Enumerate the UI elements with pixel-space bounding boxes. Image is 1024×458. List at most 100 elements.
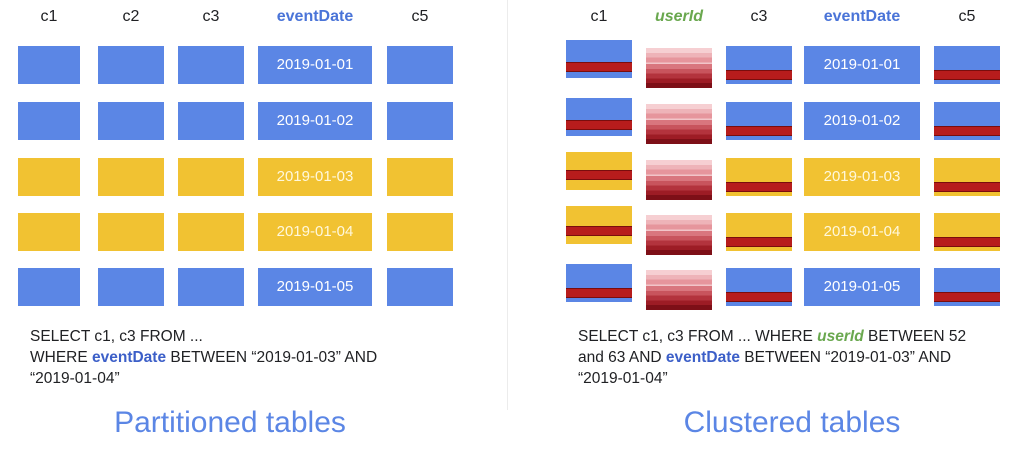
userid-cluster-cell xyxy=(646,215,712,255)
panel-divider xyxy=(507,0,508,410)
table-cell xyxy=(934,268,1000,306)
query-part-3: and 63 AND xyxy=(578,349,666,366)
column-header-c5: c5 xyxy=(958,8,976,25)
table-cell xyxy=(98,268,164,306)
cluster-range-bar xyxy=(934,182,1000,192)
column-header-eventdate: eventDate xyxy=(276,8,354,25)
table-cell xyxy=(934,213,1000,251)
query-line-1: SELECT c1, c3 FROM ... xyxy=(30,328,203,345)
query-line-3: “2019-01-04” xyxy=(578,370,668,387)
partition-date-cell: 2019-01-01 xyxy=(258,46,372,84)
column-header-c5: c5 xyxy=(411,8,429,25)
userid-cluster-cell xyxy=(646,160,712,200)
column-header-c3: c3 xyxy=(202,8,220,25)
clustered-panel: c1 userId c3 eventDate c5 2019-01-01 2019… xyxy=(512,0,1024,458)
partition-date-cell: 2019-01-02 xyxy=(258,102,372,140)
date-label: 2019-01-04 xyxy=(823,223,901,240)
cluster-range-bar xyxy=(566,62,632,72)
table-cell xyxy=(387,158,453,196)
table-cell xyxy=(178,46,244,84)
table-cell xyxy=(178,213,244,251)
query-part-4: BETWEEN “2019-01-03” AND xyxy=(740,349,952,366)
column-header-c2: c2 xyxy=(122,8,140,25)
table-cell xyxy=(18,102,80,140)
partition-date-cell: 2019-01-04 xyxy=(804,213,920,251)
column-header-eventdate: eventDate xyxy=(823,8,901,25)
cluster-range-bar xyxy=(726,292,792,302)
date-label: 2019-01-03 xyxy=(823,168,901,185)
partition-date-cell: 2019-01-02 xyxy=(804,102,920,140)
query-field-eventdate: eventDate xyxy=(665,349,740,366)
cluster-range-bar xyxy=(566,170,632,180)
table-cell xyxy=(387,102,453,140)
partition-date-cell: 2019-01-05 xyxy=(804,268,920,306)
query-line-3: “2019-01-04” xyxy=(30,370,120,387)
table-cell xyxy=(726,102,792,140)
cluster-range-bar xyxy=(934,70,1000,80)
table-cell xyxy=(178,268,244,306)
query-part-1: SELECT c1, c3 FROM ... WHERE xyxy=(578,328,818,345)
table-cell xyxy=(178,158,244,196)
query-where: WHERE xyxy=(30,349,92,366)
date-label: 2019-01-05 xyxy=(823,278,901,295)
date-label: 2019-01-01 xyxy=(276,56,354,73)
cluster-range-bar xyxy=(566,120,632,130)
table-cell xyxy=(566,264,632,302)
date-label: 2019-01-01 xyxy=(823,56,901,73)
cluster-range-bar xyxy=(934,237,1000,247)
date-label: 2019-01-03 xyxy=(276,168,354,185)
query-line-2: WHERE eventDate BETWEEN “2019-01-03” AND xyxy=(30,347,490,368)
partitioned-panel: c1 c2 c3 eventDate c5 2019-01-01 2019-01-… xyxy=(0,0,505,458)
table-cell xyxy=(934,102,1000,140)
userid-cluster-cell xyxy=(646,104,712,144)
query-between: BETWEEN “2019-01-03” AND xyxy=(166,349,378,366)
table-cell xyxy=(726,46,792,84)
column-header-c1: c1 xyxy=(40,8,58,25)
date-label: 2019-01-04 xyxy=(276,223,354,240)
table-cell xyxy=(178,102,244,140)
table-cell xyxy=(18,213,80,251)
table-cell xyxy=(98,158,164,196)
table-cell xyxy=(387,268,453,306)
cluster-range-bar xyxy=(934,292,1000,302)
table-cell xyxy=(934,158,1000,196)
table-cell xyxy=(98,46,164,84)
table-cell xyxy=(566,98,632,136)
partition-date-cell: 2019-01-03 xyxy=(804,158,920,196)
table-cell xyxy=(387,46,453,84)
partition-date-cell: 2019-01-03 xyxy=(258,158,372,196)
caption-clustered: Clustered tables xyxy=(683,406,901,439)
partition-date-cell: 2019-01-05 xyxy=(258,268,372,306)
column-header-c3: c3 xyxy=(750,8,768,25)
cluster-range-bar xyxy=(726,237,792,247)
cluster-range-bar xyxy=(726,126,792,136)
table-cell xyxy=(934,46,1000,84)
column-header-userid: userId xyxy=(654,8,703,25)
table-cell xyxy=(566,206,632,244)
table-cell xyxy=(726,158,792,196)
date-label: 2019-01-02 xyxy=(276,112,354,129)
query-field-userid: userId xyxy=(817,328,864,345)
query-part-2: BETWEEN 52 xyxy=(863,328,967,345)
userid-cluster-cell xyxy=(646,270,712,310)
cluster-range-bar xyxy=(934,126,1000,136)
table-cell xyxy=(98,102,164,140)
table-cell xyxy=(387,213,453,251)
query-line-2: and 63 AND eventDate BETWEEN “2019-01-03… xyxy=(578,347,1018,368)
table-cell xyxy=(18,158,80,196)
table-cell xyxy=(726,213,792,251)
caption-partitioned: Partitioned tables xyxy=(114,406,346,439)
query-field-eventdate: eventDate xyxy=(92,349,167,366)
cluster-range-bar xyxy=(566,226,632,236)
date-label: 2019-01-05 xyxy=(276,278,354,295)
table-cell xyxy=(18,46,80,84)
cluster-range-bar xyxy=(566,288,632,298)
table-cell xyxy=(18,268,80,306)
table-cell xyxy=(98,213,164,251)
userid-cluster-cell xyxy=(646,48,712,88)
partition-date-cell: 2019-01-04 xyxy=(258,213,372,251)
column-header-c1: c1 xyxy=(590,8,608,25)
table-cell xyxy=(566,40,632,78)
cluster-range-bar xyxy=(726,182,792,192)
table-cell xyxy=(566,152,632,190)
